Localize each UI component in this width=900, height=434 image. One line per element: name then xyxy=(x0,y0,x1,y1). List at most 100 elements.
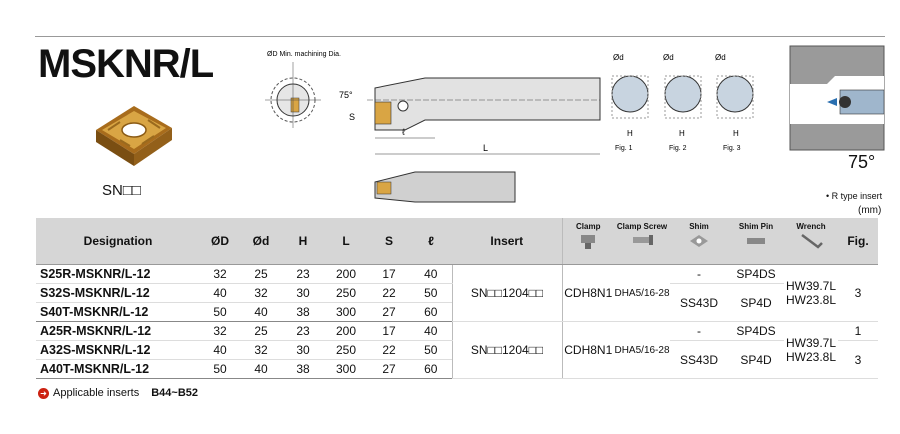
H-cell: 23 xyxy=(282,321,324,341)
col-d: Ød xyxy=(240,218,282,265)
svg-text:Fig. 2: Fig. 2 xyxy=(669,145,687,152)
col-H: H xyxy=(282,218,324,265)
shim-cell: - xyxy=(670,264,728,284)
designation-cell: S40T-MSKNR/L-12 xyxy=(36,302,200,322)
S-cell: 22 xyxy=(368,340,410,360)
col-designation: Designation xyxy=(36,218,200,265)
fig-cell: 1 xyxy=(838,321,878,341)
col-clamp-screw: Clamp Screw xyxy=(614,218,670,265)
S-cell: 27 xyxy=(368,302,410,322)
l-cell: 50 xyxy=(410,283,452,303)
svg-text:H: H xyxy=(627,129,633,138)
L-label: L xyxy=(483,143,488,153)
clamp-screw-icon xyxy=(633,235,653,245)
svg-text:H: H xyxy=(679,129,685,138)
d-cell: 32 xyxy=(240,340,282,360)
machining-diagram xyxy=(789,45,885,151)
fig-cell: 3 xyxy=(838,264,878,322)
l-cell: 60 xyxy=(410,359,452,379)
col-S: S xyxy=(368,218,410,265)
S-cell: 27 xyxy=(368,359,410,379)
min-dia-label: ØD Min. machining Dia. xyxy=(267,51,341,58)
arrow-right-icon: ➜ xyxy=(38,387,49,399)
fig-2: Ød H Fig. 2 xyxy=(663,53,702,152)
col-fig: Fig. xyxy=(838,218,878,265)
s-label: S xyxy=(349,112,355,122)
shim-icon xyxy=(690,235,708,247)
svg-text:Fig. 3: Fig. 3 xyxy=(723,145,741,152)
clamp-screw-cell: DHA5/16-28 xyxy=(614,264,670,322)
d-cell: 25 xyxy=(240,321,282,341)
svg-text:H: H xyxy=(733,129,739,138)
D-cell: 40 xyxy=(200,283,240,303)
shim-cell: SS43D xyxy=(670,340,728,379)
S-cell: 22 xyxy=(368,283,410,303)
L-cell: 200 xyxy=(324,264,368,284)
L-cell: 250 xyxy=(324,283,368,303)
shim-cell: SS43D xyxy=(670,283,728,322)
d-cell: 40 xyxy=(240,302,282,322)
svg-text:Ød: Ød xyxy=(663,53,674,62)
clamp-cell: CDH8N1 xyxy=(561,321,614,379)
H-cell: 38 xyxy=(282,359,324,379)
applicable-inserts-ref[interactable]: B44~B52 xyxy=(151,387,199,399)
top-divider xyxy=(35,36,885,37)
shim-pin-cell: SP4DS xyxy=(728,321,784,341)
l-small-label: ℓ xyxy=(402,127,406,137)
d-cell: 40 xyxy=(240,359,282,379)
L-cell: 300 xyxy=(324,302,368,322)
l-cell: 40 xyxy=(410,321,452,341)
approach-angle: 75° xyxy=(848,152,876,172)
shim-pin-cell: SP4D xyxy=(728,283,784,322)
angle-label: 75° xyxy=(339,90,353,100)
D-cell: 40 xyxy=(200,340,240,360)
L-cell: 200 xyxy=(324,321,368,341)
designation-cell: A40T-MSKNR/L-12 xyxy=(36,359,200,379)
svg-text:Ød: Ød xyxy=(715,53,726,62)
designation-cell: A32S-MSKNR/L-12 xyxy=(36,340,200,360)
shim-pin-cell: SP4DS xyxy=(728,264,784,284)
col-l: ℓ xyxy=(410,218,452,265)
svg-text:Ød: Ød xyxy=(613,53,624,62)
L-cell: 250 xyxy=(324,340,368,360)
L-cell: 300 xyxy=(324,359,368,379)
col-L: L xyxy=(324,218,368,265)
D-cell: 50 xyxy=(200,359,240,379)
shim-pin-cell: SP4D xyxy=(728,340,784,379)
insert-image xyxy=(96,106,172,166)
applicable-inserts-text: Applicable inserts xyxy=(53,387,140,399)
S-cell: 17 xyxy=(368,321,410,341)
clamp-screw-cell: DHA5/16-28 xyxy=(614,321,670,379)
fig-cell: 3 xyxy=(838,340,878,379)
col-wrench: Wrench xyxy=(784,218,838,265)
col-D: ØD xyxy=(200,218,240,265)
clamp-cell: CDH8N1 xyxy=(561,264,614,322)
svg-text:Fig. 1: Fig. 1 xyxy=(615,145,633,152)
insert-cell: SN□□1204□□ xyxy=(451,264,562,322)
footer-note: ➜ Applicable inserts B44~B52 xyxy=(38,387,198,399)
unit-label: (mm) xyxy=(858,205,882,216)
shim-pin-icon xyxy=(747,238,765,244)
insert-cell: SN□□1204□□ xyxy=(451,321,562,379)
d-cell: 32 xyxy=(240,283,282,303)
H-cell: 38 xyxy=(282,302,324,322)
H-cell: 30 xyxy=(282,283,324,303)
insert-label: SN□□ xyxy=(102,182,141,199)
designation-cell: A25R-MSKNR/L-12 xyxy=(36,321,200,341)
col-clamp: Clamp xyxy=(561,218,614,265)
D-cell: 32 xyxy=(200,264,240,284)
D-cell: 50 xyxy=(200,302,240,322)
H-cell: 23 xyxy=(282,264,324,284)
fig-1: Ød H Fig. 1 xyxy=(611,53,649,152)
designation-cell: S25R-MSKNR/L-12 xyxy=(36,264,200,284)
fig-3: Ød H Fig. 3 xyxy=(715,53,754,152)
l-cell: 40 xyxy=(410,264,452,284)
col-shim: Shim xyxy=(670,218,728,265)
clamp-icon xyxy=(581,235,596,249)
r-type-note: • R type insert xyxy=(826,191,883,201)
d-cell: 25 xyxy=(240,264,282,284)
col-insert: Insert xyxy=(452,218,562,265)
designation-cell: S32S-MSKNR/L-12 xyxy=(36,283,200,303)
